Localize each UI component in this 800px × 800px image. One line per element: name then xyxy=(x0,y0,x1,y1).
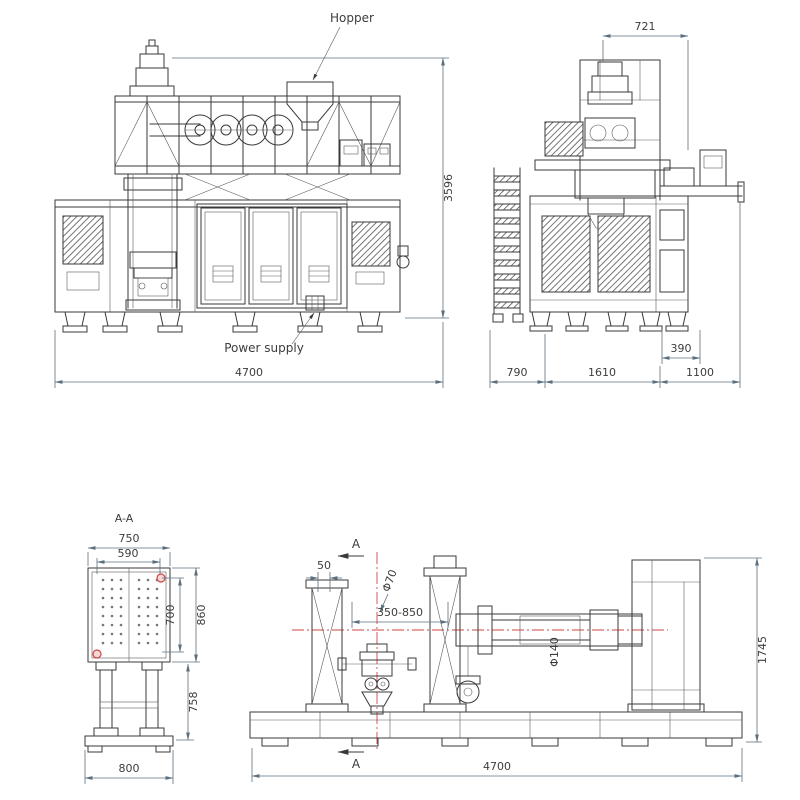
section-markers: A A xyxy=(337,537,364,771)
side-dimensions: 721 390 790 1610 1100 xyxy=(489,20,741,388)
dim-1100: 1100 xyxy=(686,366,714,379)
ladder xyxy=(493,167,521,315)
dim-860: 860 xyxy=(195,605,208,626)
front-platform-truss xyxy=(114,95,401,201)
dim-1745: 1745 xyxy=(756,636,769,664)
dim-top-721: 721 xyxy=(635,20,656,33)
side-body xyxy=(529,195,689,313)
section-marker-bottom: A xyxy=(352,757,361,771)
dim-800: 800 xyxy=(119,762,140,775)
right-portal-frame xyxy=(627,559,705,713)
front-dimensions: 3596 4700 xyxy=(54,57,455,388)
die-head-assembly xyxy=(337,643,417,715)
extruder-pulleys xyxy=(149,114,294,146)
dim-offset-390: 390 xyxy=(671,342,692,355)
dim-length-4700: 4700 xyxy=(235,366,263,379)
platen-legs xyxy=(84,661,174,753)
power-supply-label: Power supply xyxy=(224,341,304,355)
hopper-shape xyxy=(286,81,334,131)
dim-750: 750 xyxy=(119,532,140,545)
section-title: A-A xyxy=(115,512,134,525)
side-tower xyxy=(534,59,671,229)
gantry-columns xyxy=(305,555,467,713)
carriage-dimensions: 50 Φ70 350-850 Φ140 1745 4700 xyxy=(251,557,769,782)
front-view: 3596 4700 Hopper Power supply xyxy=(54,11,455,388)
dim-350-850: 350-850 xyxy=(377,606,423,619)
front-callouts: Hopper Power supply xyxy=(224,11,374,355)
clamping-unit xyxy=(123,174,183,311)
carriage-beam xyxy=(455,605,643,704)
dim-dia-140: Φ140 xyxy=(548,637,561,667)
platen-plate xyxy=(87,567,171,663)
hopper-label: Hopper xyxy=(330,11,374,25)
side-view: 721 390 790 1610 1100 xyxy=(489,20,745,388)
base-cabinet xyxy=(54,199,410,313)
dim-50: 50 xyxy=(317,559,331,572)
dim-4700-carriage: 4700 xyxy=(483,760,511,773)
dim-700: 700 xyxy=(164,605,177,626)
extruder-tower xyxy=(129,39,175,97)
dim-790: 790 xyxy=(507,366,528,379)
section-marker-top: A xyxy=(352,537,361,551)
side-takeoff-arm xyxy=(659,149,745,203)
section-dimensions: 750 590 700 860 758 800 xyxy=(84,532,208,784)
base-rail xyxy=(249,711,743,747)
dim-758: 758 xyxy=(187,692,200,713)
dim-1610: 1610 xyxy=(588,366,616,379)
dim-590: 590 xyxy=(118,547,139,560)
carriage-view: A A 50 Φ70 350-850 Φ140 1745 xyxy=(249,537,769,782)
dim-height-3596: 3596 xyxy=(442,174,455,202)
dim-dia-70: Φ70 xyxy=(380,568,400,594)
machine-feet xyxy=(62,311,383,333)
platform-equipment xyxy=(339,139,391,167)
section-view: A-A xyxy=(84,512,208,784)
side-feet xyxy=(492,311,689,332)
centerlines xyxy=(292,552,668,750)
